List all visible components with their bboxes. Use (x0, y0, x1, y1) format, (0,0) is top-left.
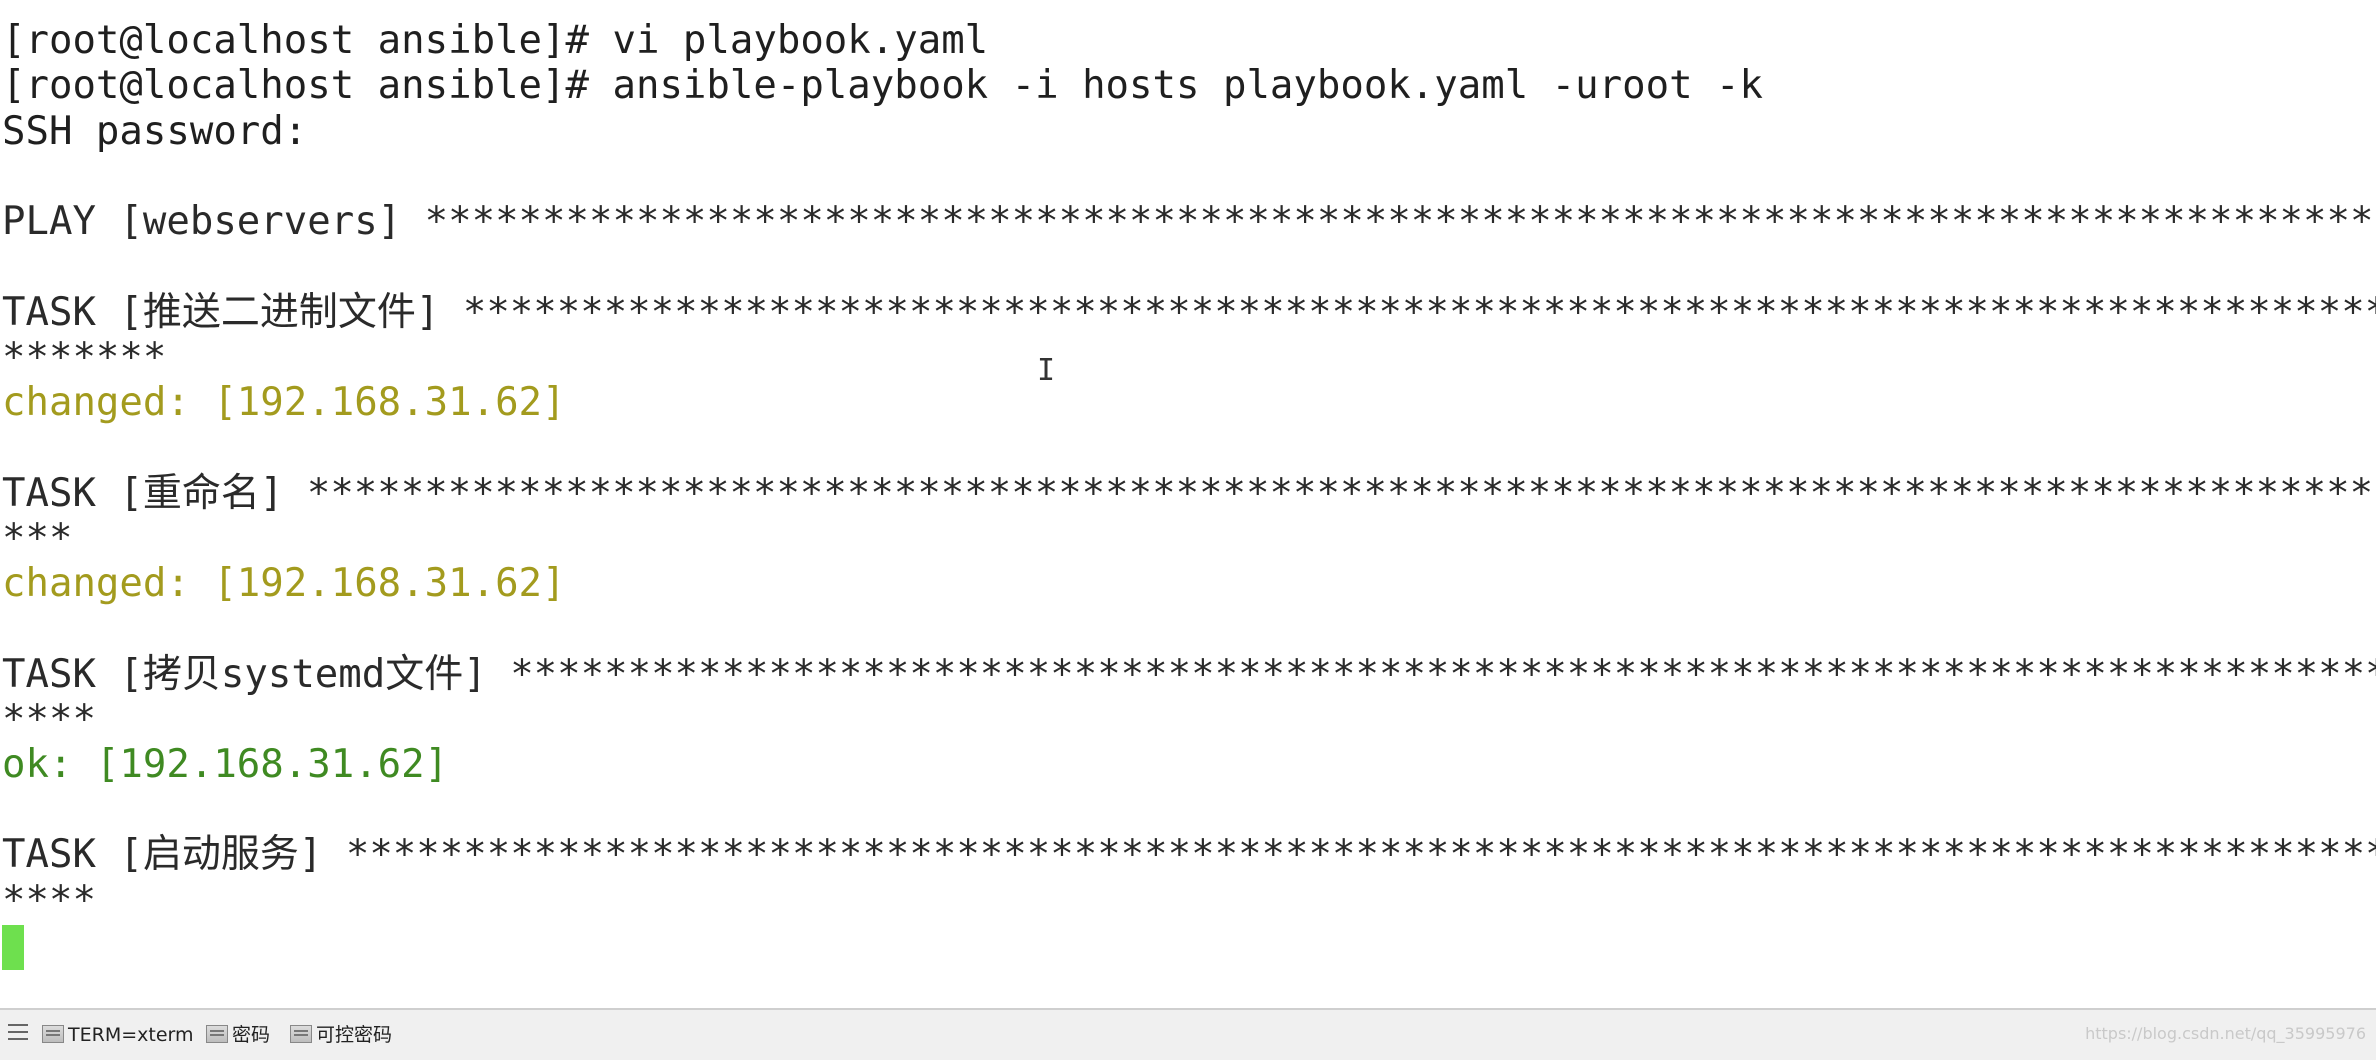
status-item-password[interactable]: 密码 (206, 1020, 270, 1050)
status-item-controllable-password[interactable]: 可控密码 (290, 1020, 392, 1050)
play-header-line: PLAY [webservers] **********************… (2, 199, 2376, 244)
terminal-line (2, 154, 2376, 199)
task-header-continuation: **** (2, 878, 96, 923)
task-result-changed: changed: [192.168.31.62] (2, 380, 566, 425)
task-header-line: TASK [推送二进制文件] *************************… (2, 290, 2376, 335)
terminal-tab-icon (42, 1024, 64, 1043)
task-header-continuation: **** (2, 697, 96, 742)
terminal-tab-icon (206, 1024, 228, 1043)
task-header-continuation: *** (2, 516, 73, 561)
task-result-changed: changed: [192.168.31.62] (2, 561, 566, 606)
terminal-line (2, 425, 2376, 470)
menu-icon[interactable] (8, 1024, 28, 1042)
terminal-line: [root@localhost ansible]# ansible-playbo… (2, 63, 1763, 108)
terminal-line: SSH password: (2, 109, 308, 154)
status-item-label: TERM=xterm (68, 1024, 194, 1046)
task-header-line: TASK [启动服务] ****************************… (2, 832, 2376, 877)
task-result-ok: ok: [192.168.31.62] (2, 742, 449, 787)
task-header-line: TASK [重命名] *****************************… (2, 471, 2376, 516)
task-header-line: TASK [拷贝systemd文件] *********************… (2, 652, 2376, 697)
terminal-output[interactable]: [root@localhost ansible]# vi playbook.ya… (0, 0, 2376, 1008)
terminal-line (2, 606, 2376, 651)
terminal-line: [root@localhost ansible]# vi playbook.ya… (2, 18, 989, 63)
terminal-line (2, 787, 2376, 832)
status-item-label: 可控密码 (316, 1024, 393, 1046)
status-item-label: 密码 (232, 1024, 271, 1046)
status-bar: TERM=xterm 密码 可控密码 https://blog.csdn.net… (0, 1008, 2376, 1060)
terminal-line (2, 244, 2376, 289)
status-item-term[interactable]: TERM=xterm (42, 1020, 194, 1050)
text-cursor-icon: I (1037, 353, 1056, 388)
task-header-continuation: ******* (2, 335, 167, 380)
watermark: https://blog.csdn.net/qq_35995976 (2085, 1024, 2366, 1043)
terminal-cursor (2, 925, 24, 970)
terminal-tab-icon (290, 1024, 312, 1043)
